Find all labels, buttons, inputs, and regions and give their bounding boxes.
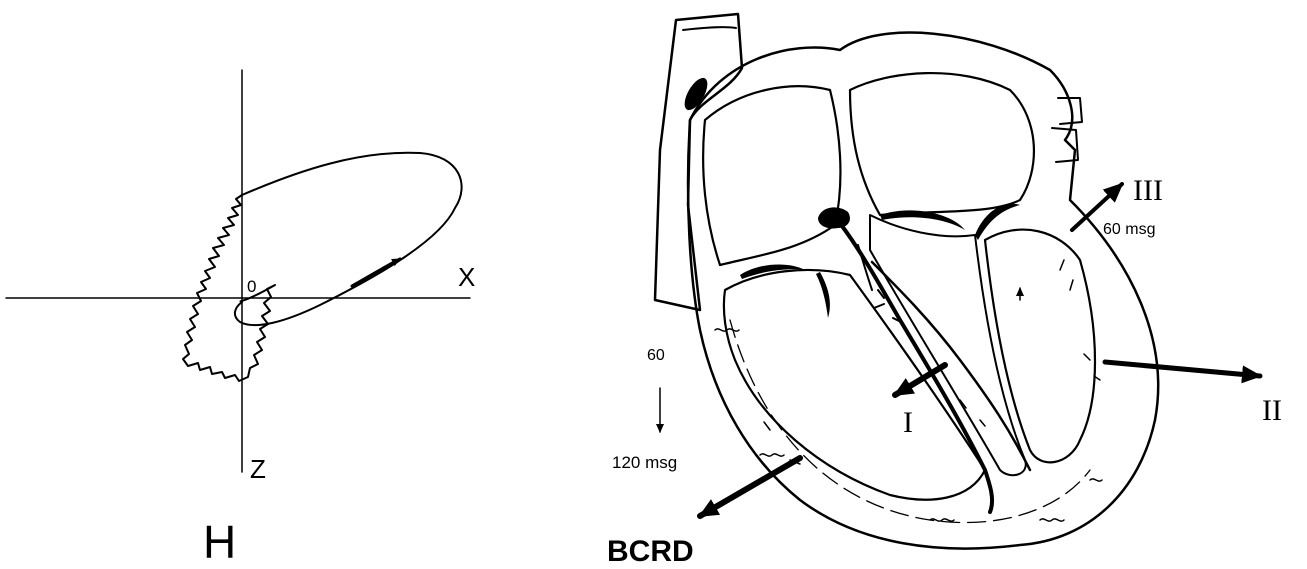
plane-label: H: [203, 516, 236, 568]
left-atrium: [850, 73, 1034, 215]
great-vessels: [655, 14, 742, 310]
tricuspid-valve: [740, 265, 805, 279]
start-time-label: 60: [647, 347, 665, 364]
mitral-valve: [880, 210, 965, 230]
end-time-label: 120 msg: [612, 453, 677, 472]
vector-II-arrow: [1105, 362, 1260, 376]
vector-I-label: I: [903, 406, 913, 439]
origin-label: 0: [247, 277, 256, 296]
vectorcardiogram-panel: 0 X Z H: [6, 70, 475, 568]
vessel-inner-line: [683, 27, 736, 30]
bcrd-label: BCRD: [607, 535, 694, 568]
av-node: [818, 207, 850, 228]
vector-III-label: III: [1133, 174, 1163, 207]
heart-illustration: I II III 60 msg 60 120 msg BCRD: [607, 14, 1282, 568]
x-axis-label: X: [458, 262, 475, 292]
loop-direction-arrow: [352, 259, 400, 286]
vector-II-label: II: [1262, 394, 1282, 427]
z-axis-label: Z: [250, 454, 266, 484]
notched-loop-segment: [183, 195, 275, 381]
right-atrium: [703, 86, 840, 265]
tricuspid-valve-2: [816, 272, 830, 318]
vector-III-time: 60 msg: [1103, 221, 1155, 238]
left-ventricle: [985, 230, 1095, 463]
